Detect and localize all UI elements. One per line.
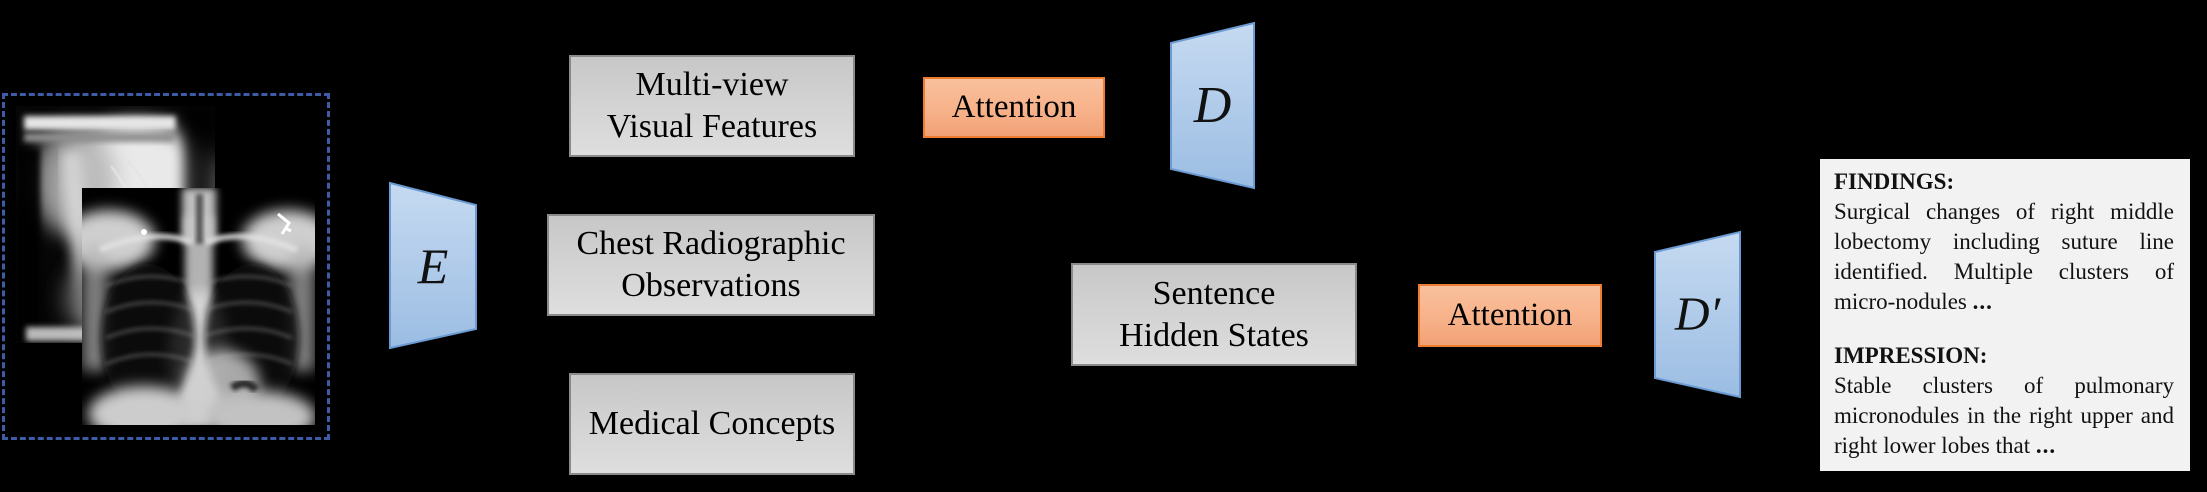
sentence-line-2: Hidden States [1119,316,1309,354]
medical-concepts-box: Medical Concepts [569,373,855,475]
report-paragraph-gap [1834,317,2174,341]
findings-heading: FINDINGS: [1834,169,1955,194]
decoder-dprime-trapezoid: D′ [1653,230,1742,399]
xray-input-panel [2,93,330,440]
multi-view-line-2: Visual Features [606,108,818,145]
decoder-dprime-label: D′ [1674,288,1721,341]
findings-ellipsis: ... [1972,289,1993,314]
chest-radiographic-observations-box: Chest Radiographic Observations [547,214,875,316]
findings-text: Surgical changes of right middle lobecto… [1834,197,2174,317]
attention-block-1: Attention [923,77,1105,138]
impression-ellipsis: ... [2035,433,2057,458]
frontal-xray-graphic [82,188,315,425]
chest-line-1: Chest Radiographic [576,225,846,262]
findings-body: Surgical changes of right middle lobecto… [1834,199,2174,314]
sentence-line-1: Sentence [1152,274,1276,312]
attention-2-label: Attention [1447,297,1573,333]
attention-block-2: Attention [1418,284,1602,347]
multi-view-line-1: Multi-view [635,66,789,103]
impression-heading: IMPRESSION: [1834,343,1988,368]
encoder-label: E [417,237,449,294]
decoder-dprime-shape [1654,230,1741,399]
generated-report-box: FINDINGS: Surgical changes of right midd… [1818,157,2192,473]
impression-text: Stable clusters of pulmonary micronodule… [1834,371,2174,461]
chest-line-2: Observations [621,267,801,304]
encoder-shape [389,181,477,350]
medical-concepts-label: Medical Concepts [588,405,836,442]
sentence-hidden-states-box: Sentence Hidden States [1071,263,1357,366]
frontal-xray-image [82,188,315,425]
encoder-trapezoid: E [389,181,477,350]
decoder-d-trapezoid: D [1169,21,1256,190]
attention-1-label: Attention [951,89,1077,125]
multi-view-visual-features-box: Multi-view Visual Features [569,55,855,157]
decoder-d-shape [1170,21,1255,190]
impression-body: Stable clusters of pulmonary micronodule… [1834,373,2174,458]
decoder-d-label: D [1193,77,1232,134]
